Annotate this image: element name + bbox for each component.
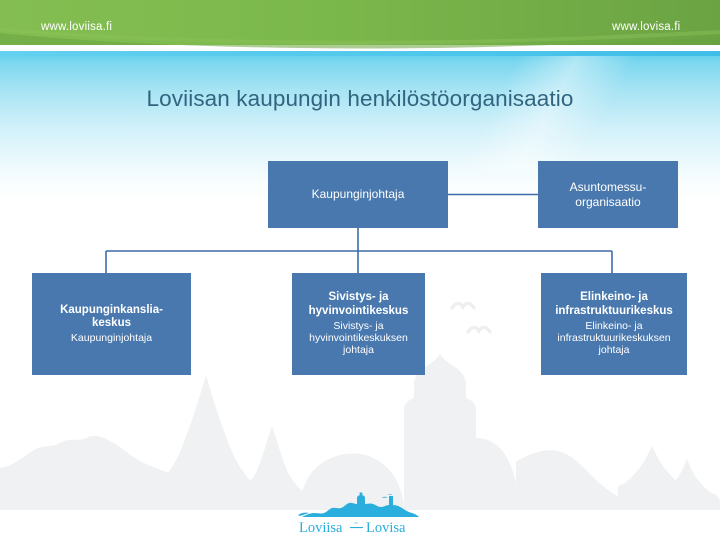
org-node-ceo-title: Kaupunginjohtaja — [311, 187, 405, 202]
org-node-ceo[interactable]: Kaupunginjohtaja — [268, 161, 448, 228]
header-band: www.loviisa.fi www.lovisa.fi — [0, 0, 720, 56]
org-node-chancery-title: Kaupunginkanslia-keskus — [60, 303, 163, 330]
org-node-housing-fair-title: Asuntomessu-organisaatio — [569, 180, 647, 209]
loviisa-lovisa-logo[interactable]: Loviisa Lovisa — [296, 492, 424, 536]
header-url-sv[interactable]: www.lovisa.fi — [612, 21, 681, 33]
org-node-housing-fair[interactable]: Asuntomessu-organisaatio — [538, 161, 678, 228]
header-url-fi[interactable]: www.loviisa.fi — [41, 21, 113, 33]
town-silhouette-watermark — [0, 280, 720, 510]
org-node-chancery-subtitle: Kaupunginjohtaja — [70, 331, 153, 344]
org-node-chancery[interactable]: Kaupunginkanslia-keskus Kaupunginjohtaja — [32, 273, 191, 375]
page-title: Loviisan kaupungin henkilöstöorganisaati… — [146, 86, 574, 111]
background-sheen — [360, 52, 720, 172]
logo-word-fi: Loviisa — [299, 520, 343, 536]
logo-word-sv: Lovisa — [366, 520, 406, 536]
